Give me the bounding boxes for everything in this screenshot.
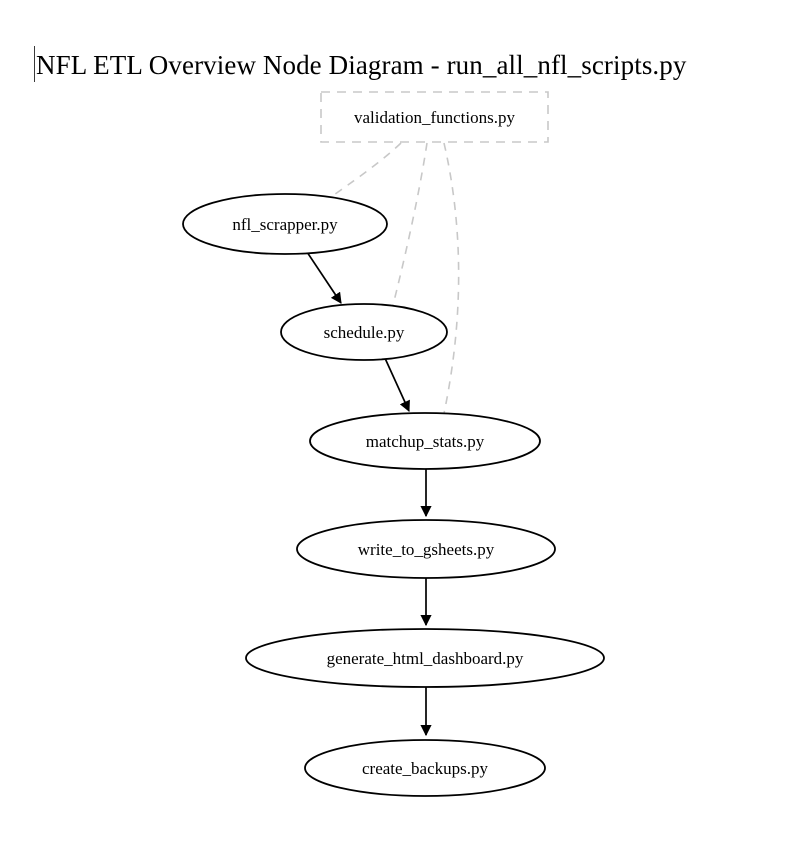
node-shape-matchup_stats[interactable] bbox=[309, 412, 541, 470]
node-shape-nfl_scrapper[interactable] bbox=[182, 193, 388, 255]
node-shape-write_to_gsheets[interactable] bbox=[296, 519, 556, 579]
node-shape-validation_functions[interactable] bbox=[320, 91, 549, 143]
edges-layer bbox=[304, 142, 460, 737]
node-shape-create_backups[interactable] bbox=[304, 739, 546, 797]
nodes-layer bbox=[182, 91, 605, 797]
page-title: NFL ETL Overview Node Diagram - run_all_… bbox=[36, 50, 687, 80]
edge-validation-to-matchup-stats bbox=[442, 142, 460, 419]
edge-validation-to-nfl-scrapper bbox=[330, 142, 402, 198]
node-shape-schedule[interactable] bbox=[280, 303, 448, 361]
edge-schedule-to-matchup-stats bbox=[383, 355, 410, 413]
edge-validation-to-schedule bbox=[391, 142, 428, 310]
node-shape-generate_html_dashboard[interactable] bbox=[245, 628, 605, 688]
title-text-caret bbox=[34, 46, 35, 82]
edge-nfl-scrapper-to-schedule bbox=[304, 248, 342, 304]
